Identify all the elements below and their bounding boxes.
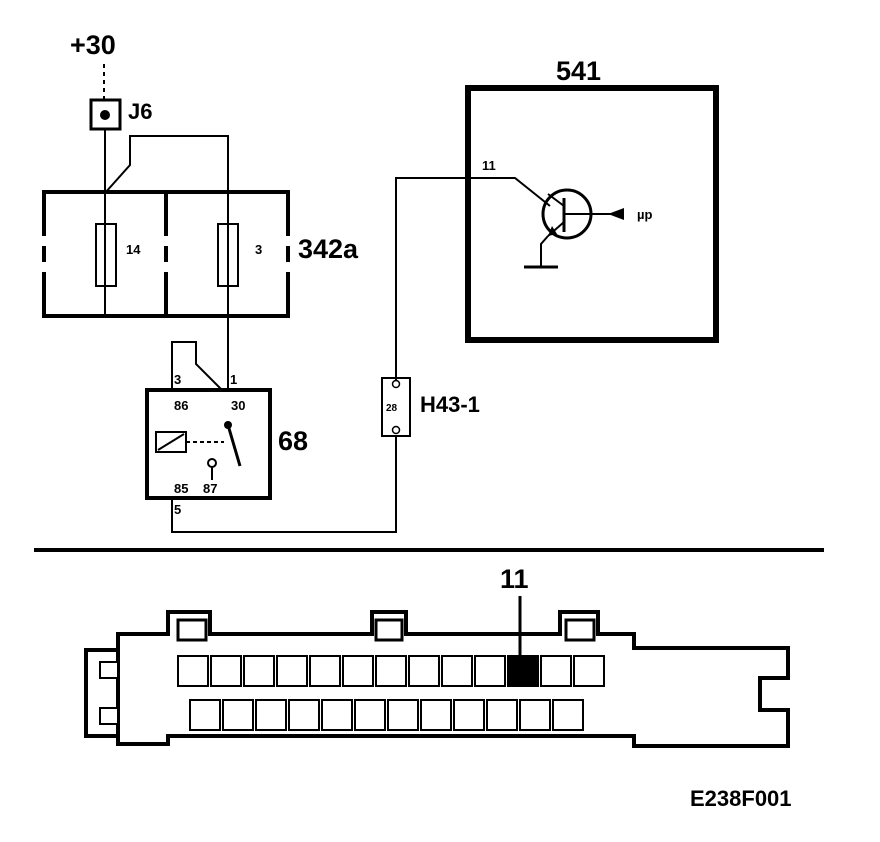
connector-cavity (243, 655, 275, 687)
connector-callout-label: 11 (500, 564, 529, 594)
connector-key (564, 618, 596, 642)
connector-key (374, 618, 404, 642)
fuse-3-label: 3 (255, 242, 262, 257)
connector-pin-top (391, 379, 401, 389)
connector-pin-row-top (177, 655, 605, 687)
connector-cavity (408, 655, 440, 687)
connector-cavity (552, 699, 584, 731)
supply-label: +30 (70, 30, 116, 60)
fuse-box-gap (284, 262, 294, 272)
signal-arrow-icon (608, 208, 624, 220)
connector-cavity (540, 655, 572, 687)
transistor-collector (547, 193, 565, 207)
connector-cavity (189, 699, 221, 731)
relay-pin-30-in-label: 1 (230, 372, 237, 387)
connector-pin-label: 28 (386, 403, 398, 414)
figure-code: E238F001 (690, 786, 792, 811)
relay-pin-86-label: 86 (174, 398, 188, 413)
connector-pin-row-bottom (189, 699, 584, 731)
connector-cavity (453, 699, 485, 731)
j6-label: J6 (128, 99, 152, 124)
wire-relay85-connector (171, 430, 397, 533)
connector-cavity (420, 699, 452, 731)
j6-junction-dot (100, 110, 110, 120)
control-unit-pin-label: 11 (482, 158, 496, 173)
transistor-ground-lead (540, 235, 549, 266)
wire-relay86-in (171, 341, 223, 392)
fuse-box-gap (284, 236, 294, 246)
fuse-box-gap (162, 236, 172, 246)
connector-cavity (354, 699, 386, 731)
connector-key (176, 618, 208, 642)
relay-68 (145, 388, 272, 500)
connector-cavity (210, 655, 242, 687)
connector-label: H43-1 (420, 392, 480, 417)
relay-pin-85-out-label: 5 (174, 502, 181, 517)
connector-cavity (276, 655, 308, 687)
wire-connector-cu (395, 177, 468, 380)
connector-cavity (321, 699, 353, 731)
connector-cavity-highlighted (507, 655, 539, 687)
connector-cavity (387, 699, 419, 731)
wire-cu-transistor (468, 177, 551, 207)
connector-latch-notch (99, 707, 119, 725)
relay-pin-85-label: 85 (174, 481, 188, 496)
connector-cavity (486, 699, 518, 731)
relay-coil-diagonal (157, 433, 185, 451)
connector-cavity (441, 655, 473, 687)
relay-label: 68 (278, 426, 308, 456)
relay-contact-87 (207, 458, 217, 468)
relay-switch-arm (226, 424, 242, 467)
fuse-box-gap (162, 262, 172, 272)
relay-pin-87-label: 87 (203, 481, 217, 496)
connector-latch-notch (99, 661, 119, 679)
connector-cavity (342, 655, 374, 687)
connector-cavity (519, 699, 551, 731)
relay-pin-30-label: 30 (231, 398, 245, 413)
connector-cavity (222, 699, 254, 731)
control-unit-label: 541 (556, 56, 601, 86)
transistor-emitter-arrow (548, 226, 557, 236)
connector-cavity (288, 699, 320, 731)
relay-pin-86-in-label: 3 (174, 372, 181, 387)
connector-pin-bottom (391, 425, 401, 435)
connector-cavity (177, 655, 209, 687)
signal-label: µp (637, 207, 652, 222)
connector-cavity (474, 655, 506, 687)
fuse-box-gap (40, 236, 50, 246)
connector-cavity (309, 655, 341, 687)
connector-housing (116, 610, 790, 748)
connector-cavity (573, 655, 605, 687)
connector-cavity (255, 699, 287, 731)
connector-cavity (375, 655, 407, 687)
wire-jumper-relay30 (104, 135, 229, 392)
control-unit-541 (465, 85, 719, 343)
fuse-14-label: 14 (126, 242, 141, 257)
fuse-box-gap (40, 262, 50, 272)
fuse-box-label: 342a (298, 234, 359, 264)
